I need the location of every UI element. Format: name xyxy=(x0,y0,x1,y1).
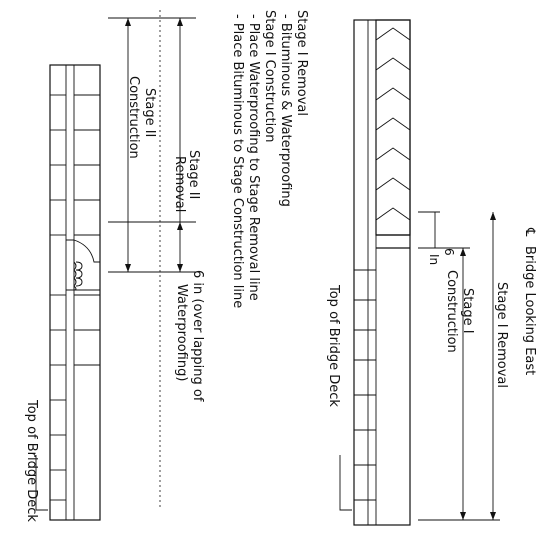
arrow-head xyxy=(125,18,131,26)
arrow-head xyxy=(177,264,183,272)
stage2-deck-label: Top of Bridge Deck xyxy=(24,399,39,522)
arrow-head xyxy=(460,512,466,520)
stage1-deck-leader xyxy=(339,455,352,511)
note-place-waterproofing: - Place Waterproofing to Stage Removal l… xyxy=(246,14,261,301)
chevron-hatch xyxy=(375,27,411,221)
stage2-deck-section xyxy=(35,10,196,521)
note-bituminous-waterproofing: - Bituminous & Waterproofing xyxy=(278,14,293,207)
lap-note-line2: Waterproofing) xyxy=(174,284,189,381)
stage1-deck-section xyxy=(339,19,500,526)
stage2-removal-label-2: Removal xyxy=(172,156,187,212)
stage1-removal-label: Stage I Removal xyxy=(494,282,509,388)
stage1-removed-zone xyxy=(375,19,411,236)
stage2-deck-outline xyxy=(49,64,101,521)
note-stage1-construction: Stage I Construction xyxy=(262,10,277,142)
arrow-head xyxy=(177,222,183,230)
stage2-construction-label-2: Construction xyxy=(126,76,141,159)
arrow-head xyxy=(177,18,183,26)
stage1-construction-label-2: Construction xyxy=(444,270,459,353)
arrow-head xyxy=(490,512,496,520)
stage2-removal-label-1: Stage II xyxy=(186,150,201,199)
arrow-head xyxy=(490,212,496,220)
diagram-title: Bridge Looking East xyxy=(522,246,537,375)
stage2-deck-joints xyxy=(50,94,100,501)
stage1-construction-label-1: Stage I xyxy=(460,288,475,334)
arrow-head xyxy=(460,248,466,256)
dim-in-label: In xyxy=(427,254,441,265)
stage2-deck-leader xyxy=(35,455,48,511)
waterproofing-lap-joint xyxy=(66,239,100,291)
lap-note-line1: 6 in (over lapping of xyxy=(190,270,205,402)
stage1-deck-label: Top of Bridge Deck xyxy=(326,284,341,407)
note-stage1-removal: Stage I Removal xyxy=(294,10,309,116)
arrow-head xyxy=(125,264,131,272)
dim-6-label: 6 xyxy=(442,248,456,256)
note-place-bituminous: - Place Bituminous to Stage Construction… xyxy=(230,14,245,308)
stage2-construction-label-1: Stage II xyxy=(142,88,157,137)
stage1-deck-joints xyxy=(354,269,376,501)
centerline-symbol: ℄ xyxy=(522,227,537,237)
